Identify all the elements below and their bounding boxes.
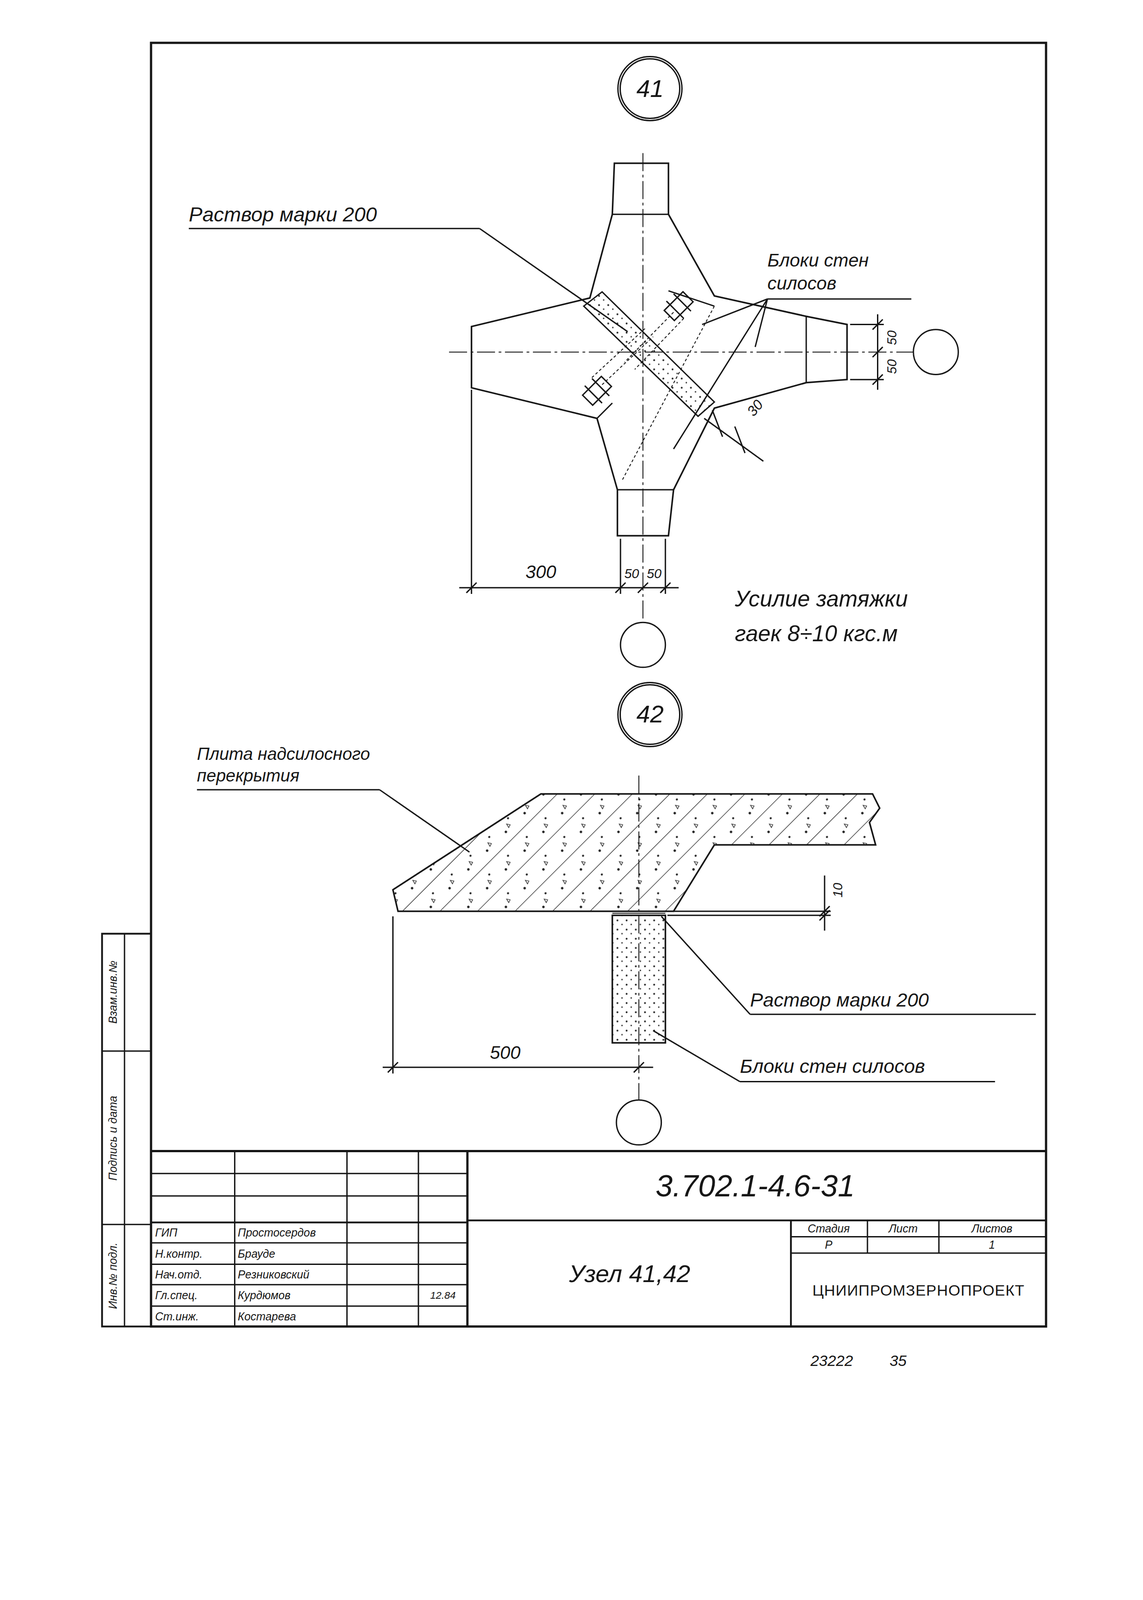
drawing-label: 10: [829, 882, 847, 898]
callout-number: 41: [636, 76, 664, 101]
drawing-label: Подпись и дата: [106, 1095, 121, 1181]
drawing-label: 35: [889, 1350, 907, 1370]
callout-circle: 42: [617, 681, 683, 748]
drawing-label: Стадия: [807, 1221, 850, 1236]
drawing-label: Взам.инв.№: [106, 960, 121, 1024]
drawing-label: Костарева: [237, 1309, 296, 1324]
drawing-label: 1: [988, 1238, 996, 1253]
drawing-label: 500: [489, 1040, 521, 1064]
drawing-label: Блоки стен силосов: [739, 1054, 926, 1079]
callout-circle: 41: [617, 55, 683, 122]
drawing-label: Резниковский: [237, 1267, 310, 1282]
drawing-label: 50: [624, 565, 640, 583]
drawing-label: 30: [743, 396, 767, 420]
drawing-label: Плита надсилосного перекрытия: [197, 743, 391, 787]
drawing-label: Усилие затяжки гаек 8÷10 кгс.м: [734, 581, 940, 652]
drawing-label: Узел 41,42: [569, 1258, 691, 1290]
drawing-label: Лист: [888, 1221, 918, 1236]
drawing-label: Инв.№ подл.: [106, 1242, 121, 1309]
drawing-label: 3.702.1-4.6-31: [655, 1166, 855, 1206]
drawing-label: Нач.отд.: [155, 1267, 203, 1282]
drawing-label: Брауде: [237, 1246, 276, 1261]
drawing-label: 12.84: [430, 1289, 456, 1302]
drawing-label: Блоки стен силосов: [767, 248, 911, 295]
drawing-label: Раствор марки 200: [188, 201, 377, 228]
callout-number: 42: [636, 702, 664, 727]
drawing-label: Ст.инж.: [155, 1309, 199, 1324]
drawing-label: Листов: [971, 1221, 1013, 1236]
drawing-label: ГИП: [155, 1225, 178, 1240]
drawing-label: ЦНИИПРОМЗЕРНОПРОЕКТ: [812, 1280, 1025, 1300]
drawing-label: Простосердов: [237, 1225, 316, 1240]
drawing-label: Н.контр.: [155, 1246, 203, 1261]
drawing-label: Р: [825, 1238, 833, 1253]
drawing-label: 300: [525, 560, 557, 583]
drawing-label: 50: [646, 565, 662, 583]
drawing-label: Раствор марки 200: [750, 987, 929, 1013]
drawing-label: 50: [883, 358, 901, 374]
drawing-label: Гл.спец.: [155, 1288, 198, 1303]
drawing-label: 50: [883, 330, 901, 346]
drawing-label: 23222: [810, 1350, 853, 1370]
drawing-label: Курдюмов: [237, 1288, 291, 1303]
